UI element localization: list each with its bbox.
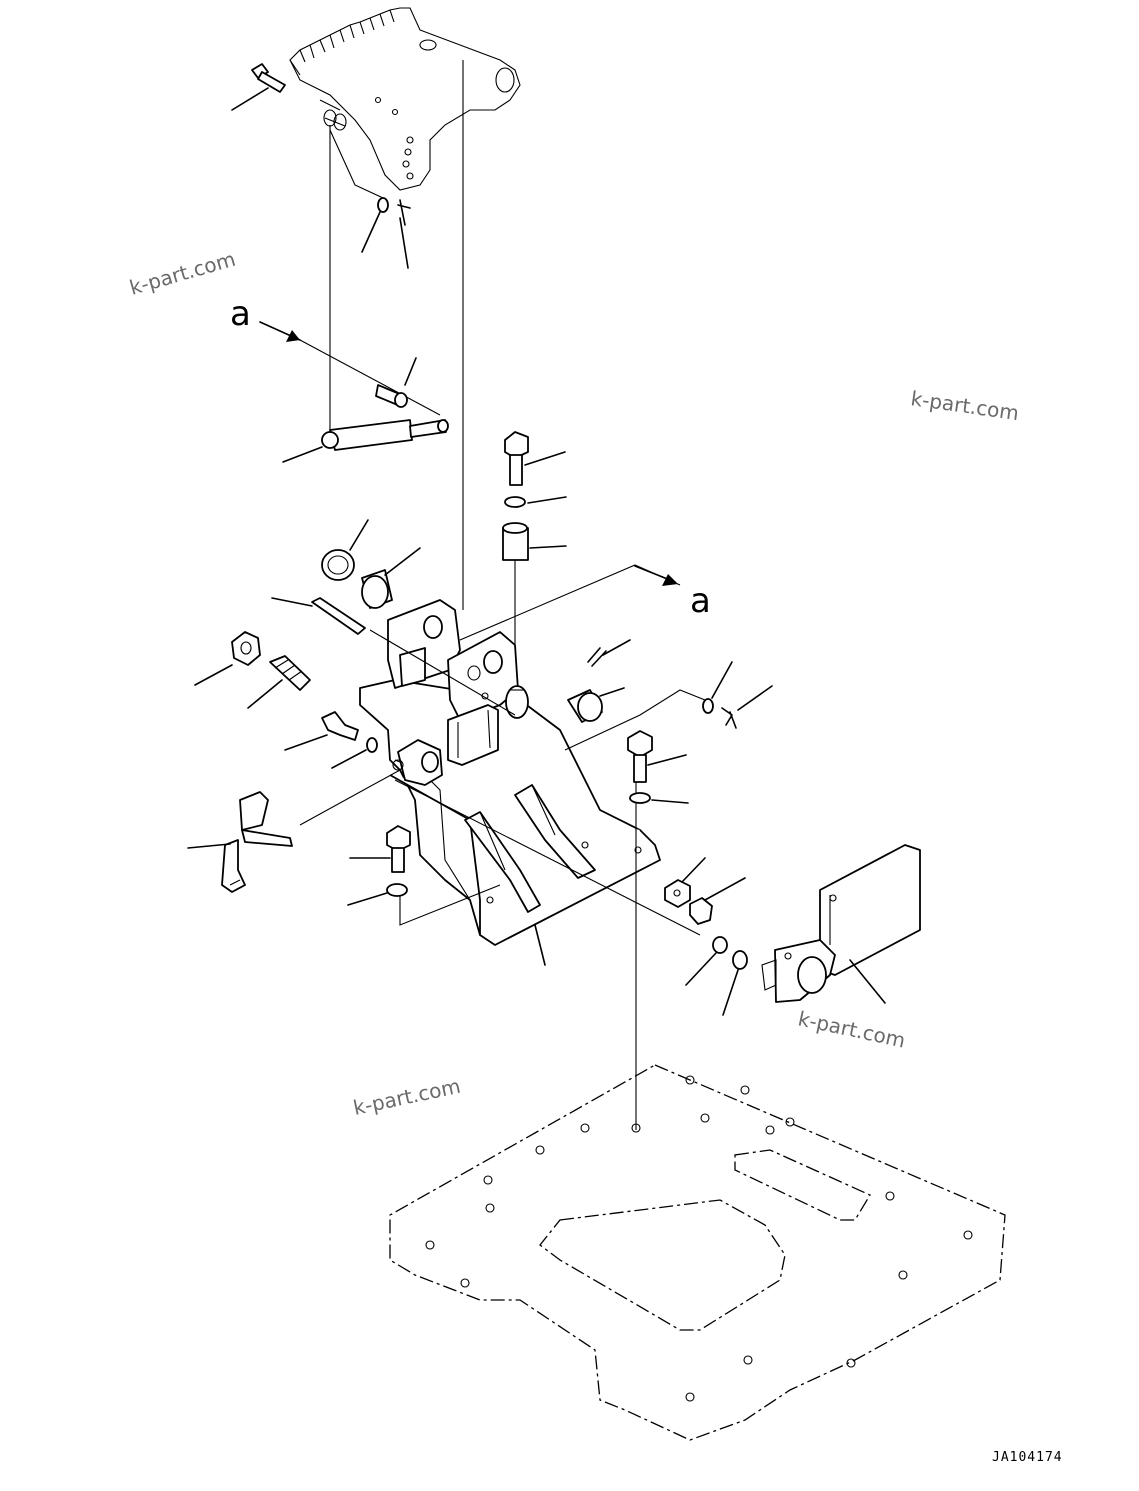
adjust-bolt: [247, 655, 311, 709]
drawing-number: JA104174: [992, 1450, 1063, 1465]
bolt-right: [627, 730, 689, 804]
long-pin: [271, 597, 366, 635]
spacer-sleeve: [375, 357, 417, 408]
bolt-right-stack: [502, 431, 567, 690]
watermark: k-part.com: [351, 1074, 463, 1120]
nuts-right: [664, 857, 746, 925]
bolt-lower-left: [347, 825, 411, 906]
pedal-base: [359, 599, 661, 966]
cover-plate: [761, 844, 921, 1004]
watermark: k-part.com: [909, 386, 1020, 425]
lock-lever: [187, 791, 293, 893]
floor-plate: [389, 1064, 1006, 1441]
gas-spring: [282, 419, 449, 463]
upper-bracket: [289, 7, 521, 191]
washer-pin-upper: [329, 129, 411, 269]
cotter-pin-center: [587, 639, 631, 667]
watermark: k-part.com: [127, 247, 238, 300]
view-marker-a-right: a: [690, 581, 711, 621]
watermark: k-part.com: [796, 1006, 908, 1052]
washers-lower-right: [685, 936, 748, 1016]
bolt-top: [231, 63, 286, 111]
bolt-washer-mid: [284, 711, 378, 769]
clip-bushing: [321, 519, 421, 609]
nut-left: [194, 631, 261, 686]
view-marker-a-top: a: [230, 294, 251, 334]
bushing-right: [567, 687, 625, 723]
washer-pin-right: [702, 661, 773, 729]
